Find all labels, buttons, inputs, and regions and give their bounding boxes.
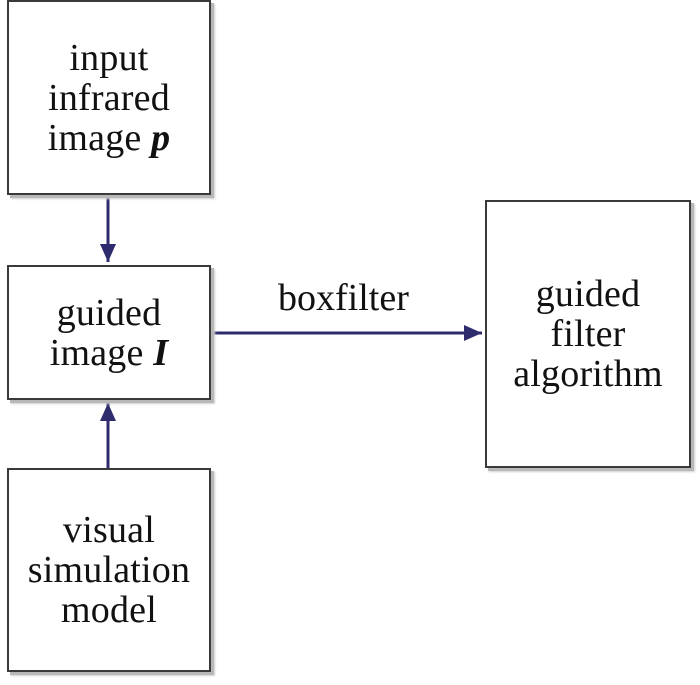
visual-line-1: visual (63, 509, 155, 551)
input-line-2: infrared (48, 76, 170, 119)
visual-line-3: model (61, 589, 157, 631)
visual-simulation-model-label: visual simulation model (28, 510, 190, 630)
input-infrared-image-box: input infrared image p (7, 0, 211, 195)
filter-line-3: algorithm (513, 353, 663, 395)
guided-line-2: image I (50, 333, 169, 373)
guided-line-2-text: image (49, 331, 154, 374)
input-symbol-p: p (151, 116, 171, 159)
input-line-3: image p (48, 118, 171, 158)
guided-symbol-i: I (153, 331, 169, 374)
visual-simulation-model-box: visual simulation model (7, 468, 211, 672)
guided-filter-algorithm-label: guided filter algorithm (513, 274, 663, 394)
filter-line-1: guided (535, 273, 641, 315)
visual-line-2: simulation (27, 549, 191, 591)
guided-image-box: guided image I (7, 265, 211, 400)
boxfilter-edge-label: boxfilter (278, 277, 409, 319)
input-line-1: input (69, 36, 149, 79)
filter-line-2: filter (550, 313, 626, 355)
input-line-3-text: image (47, 116, 152, 159)
guided-image-label: guided image I (50, 293, 169, 373)
guided-line-1: guided (56, 291, 162, 334)
guided-filter-algorithm-box: guided filter algorithm (485, 200, 691, 468)
input-infrared-image-label: input infrared image p (48, 38, 171, 158)
